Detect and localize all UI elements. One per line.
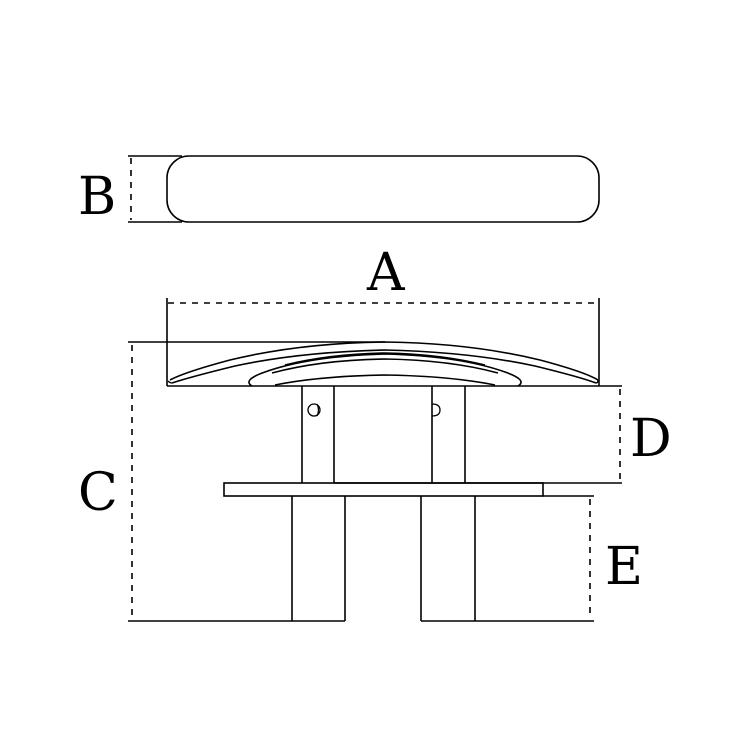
right-pin-hole-icon (431, 403, 441, 417)
dimension-c: C (78, 341, 385, 619)
horn-tip-right (595, 379, 599, 384)
horn-inner-curve (171, 349, 597, 384)
flange (223, 482, 622, 497)
dimension-e: E (589, 499, 643, 619)
base-posts (128, 496, 594, 622)
left-pin-detail (316, 403, 320, 417)
top-view-outline (166, 155, 600, 223)
horn-tip-left (167, 380, 173, 384)
dim-label-a: A (366, 243, 406, 303)
dome-ridge-2 (271, 358, 499, 374)
dim-label-b: B (78, 167, 116, 227)
cleat-top (167, 341, 622, 387)
top-view: B (78, 155, 600, 227)
dim-label-e: E (605, 537, 643, 597)
dome-inner-curve (274, 374, 496, 386)
dimension-d: D (619, 389, 672, 481)
dome-ridge-1 (284, 352, 486, 366)
dome-outer-curve (248, 353, 522, 387)
dimension-a: A (166, 243, 600, 386)
dim-label-c: C (78, 463, 118, 523)
left-pin-hole-icon (307, 403, 321, 417)
shafts (301, 386, 466, 483)
flange-plate (223, 482, 544, 497)
dim-label-d: D (630, 409, 672, 469)
